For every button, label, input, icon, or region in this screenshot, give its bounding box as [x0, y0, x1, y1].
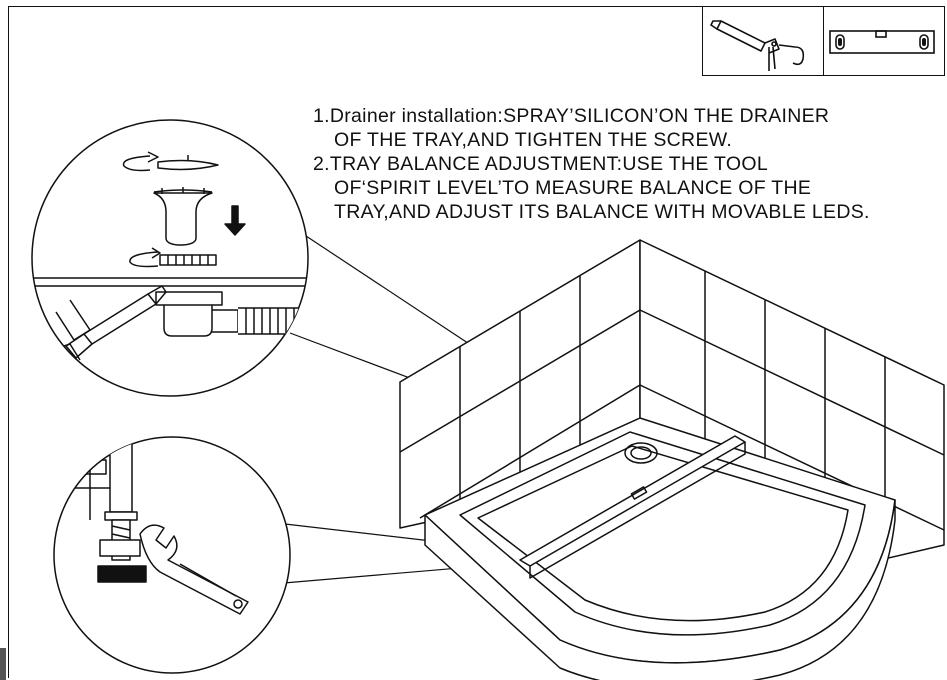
step1-line2: OF THE TRAY,AND TIGHTEN THE SCREW. — [334, 129, 733, 151]
tools-box — [702, 6, 945, 76]
page-frame — [8, 6, 945, 678]
step2-line2: OF‘SPIRIT LEVEL’TO MEASURE BALANCE OF TH… — [334, 177, 812, 199]
adjustable-leg-detail-icon — [53, 436, 291, 674]
edge-marker — [0, 648, 6, 680]
silicone-gun-icon — [703, 7, 823, 75]
spirit-level-icon — [823, 7, 944, 75]
step2-line1: 2.TRAY BALANCE ADJUSTMENT:USE THE TOOL — [313, 153, 768, 175]
step2-line3: TRAY,AND ADJUST ITS BALANCE WITH MOVABLE… — [334, 201, 870, 223]
step1-line1: 1.Drainer installation:SPRAY’SILICON’ON … — [313, 105, 830, 127]
instructions: 1.Drainer installation:SPRAY’SILICON’ON … — [313, 104, 947, 224]
shower-tray-icon — [399, 239, 945, 680]
drainer-detail-icon — [31, 119, 309, 397]
